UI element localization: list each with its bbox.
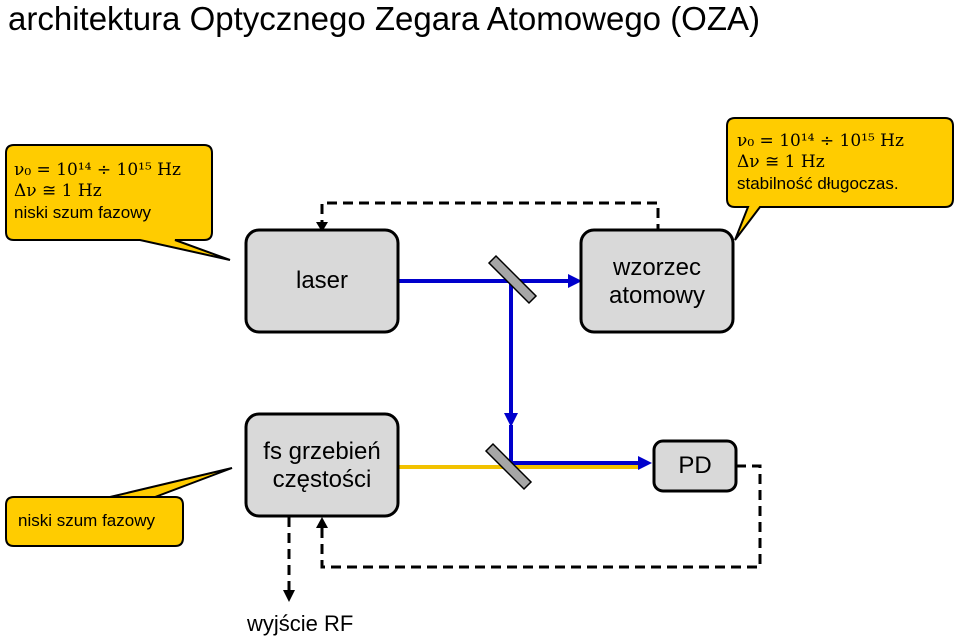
atomic-standard-label: wzorzec atomowy: [581, 254, 733, 310]
frequency-comb-label-line1: fs grzebień: [263, 438, 381, 465]
callout-bottom-note: niski szum fazowy: [18, 511, 155, 530]
beam-splitter-top: [487, 254, 538, 305]
atomic-standard-box: [579, 228, 735, 334]
callout-left-note: niski szum fazowy: [14, 203, 151, 222]
callout-left-shape: [5, 144, 231, 261]
frequency-comb-label: fs grzebień częstości: [246, 438, 398, 494]
combined-beam-arrowhead: [638, 456, 652, 470]
feedback-bottom-arrowhead: [316, 517, 328, 528]
callout-right-shape: [726, 117, 954, 241]
callout-bottom-text: niski szum fazowy: [18, 510, 155, 531]
photodiode-box: [652, 439, 738, 493]
laser-beam-arrowhead: [568, 274, 582, 288]
rf-output-label: wyjście RF: [247, 611, 354, 636]
atomic-standard-label-line2: atomowy: [608, 282, 706, 309]
callout-right-note: stabilność długoczas.: [737, 174, 899, 193]
callout-left-linewidth: Δν ≅ 1 Hz: [14, 181, 102, 201]
feedback-line-top: [320, 201, 660, 230]
beam-splitter-bottom: [484, 442, 533, 491]
callout-left-text: ν₀ = 10¹⁴ ÷ 10¹⁵ Hz Δν ≅ 1 Hz niski szum…: [14, 160, 181, 223]
feedback-top-arrowhead: [316, 222, 328, 232]
laser-box: [244, 228, 400, 334]
callout-right-frequency: ν₀ = 10¹⁴ ÷ 10¹⁵ Hz: [737, 131, 904, 151]
laser-beam-down-arrowhead: [504, 413, 518, 427]
callout-bottom-shape: [5, 467, 233, 547]
frequency-comb-label-line2: częstości: [272, 466, 372, 493]
callout-left-frequency: ν₀ = 10¹⁴ ÷ 10¹⁵ Hz: [14, 160, 181, 180]
callout-right-text: ν₀ = 10¹⁴ ÷ 10¹⁵ Hz Δν ≅ 1 Hz stabilność…: [737, 131, 904, 194]
rf-output-arrowhead: [283, 590, 295, 602]
photodiode-label: PD: [678, 452, 712, 479]
frequency-comb-box: [244, 412, 400, 518]
feedback-line-bottom: [320, 464, 762, 569]
page-title: architektura Optycznego Zegara Atomowego…: [8, 0, 761, 37]
atomic-standard-label-line1: wzorzec: [612, 254, 702, 281]
laser-label: laser: [295, 267, 349, 294]
callout-right-linewidth: Δν ≅ 1 Hz: [737, 152, 825, 172]
